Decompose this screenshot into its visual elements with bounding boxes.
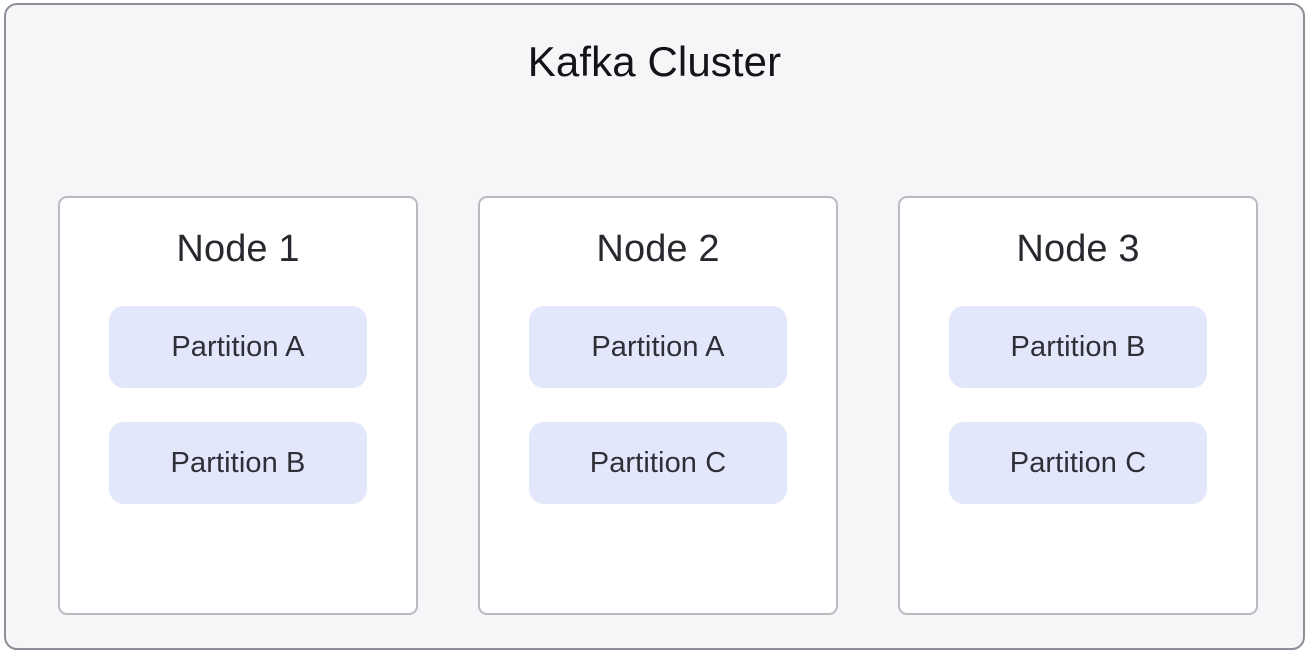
node-title-1: Node 1	[176, 228, 300, 270]
node-card-3[interactable]: Node 3 Partition B Partition C	[898, 196, 1258, 615]
partition-pill[interactable]: Partition A	[109, 306, 367, 388]
partition-pill[interactable]: Partition C	[529, 422, 787, 504]
partition-pill[interactable]: Partition B	[949, 306, 1207, 388]
partition-list-2: Partition A Partition C	[529, 306, 787, 504]
node-title-2: Node 2	[596, 228, 720, 270]
node-card-1[interactable]: Node 1 Partition A Partition B	[58, 196, 418, 615]
node-row: Node 1 Partition A Partition B Node 2 Pa…	[58, 196, 1258, 615]
kafka-cluster-container: Kafka Cluster Node 1 Partition A Partiti…	[4, 3, 1305, 650]
cluster-title: Kafka Cluster	[527, 38, 782, 85]
node-card-2[interactable]: Node 2 Partition A Partition C	[478, 196, 838, 615]
partition-pill[interactable]: Partition C	[949, 422, 1207, 504]
partition-pill[interactable]: Partition A	[529, 306, 787, 388]
partition-pill[interactable]: Partition B	[109, 422, 367, 504]
partition-list-3: Partition B Partition C	[949, 306, 1207, 504]
node-title-3: Node 3	[1016, 228, 1140, 270]
partition-list-1: Partition A Partition B	[109, 306, 367, 504]
